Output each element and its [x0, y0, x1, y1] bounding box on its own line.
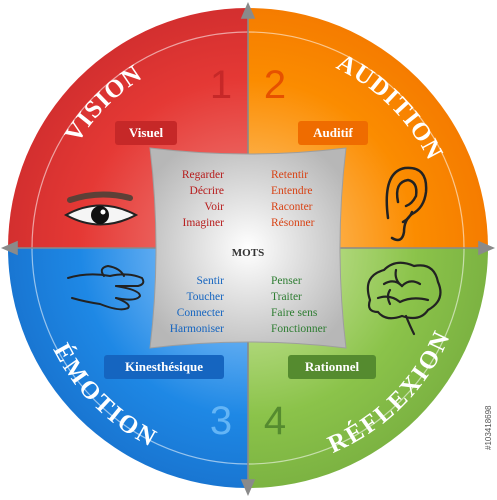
- word: Voir: [204, 201, 224, 213]
- label-visuel: Visuel: [129, 125, 164, 140]
- center-panel: [149, 147, 347, 349]
- words-auditif: Retentir Entendre Raconter Résonner: [271, 169, 315, 229]
- eye-icon: [63, 191, 139, 226]
- label-box-kinesthesique: Kinesthésique: [104, 355, 224, 379]
- word: Imaginer: [182, 217, 224, 229]
- label-box-auditif: Auditif: [298, 121, 368, 145]
- hand-icon: [67, 265, 145, 311]
- word: Toucher: [186, 291, 224, 303]
- word: Sentir: [197, 275, 225, 287]
- quadrant-number-1: 1: [210, 63, 232, 107]
- word: Faire sens: [271, 307, 318, 319]
- label-auditif: Auditif: [313, 125, 353, 140]
- quadrant-number-2: 2: [264, 63, 286, 107]
- side-id-text: #103418698: [484, 405, 493, 450]
- word: Résonner: [271, 217, 315, 229]
- word: Penser: [271, 275, 302, 287]
- word: Fonctionner: [271, 323, 327, 335]
- quadrant-number-3: 3: [210, 399, 232, 443]
- ear-icon: [385, 166, 428, 242]
- word: Regarder: [182, 169, 224, 181]
- word: Traiter: [271, 291, 302, 303]
- brain-icon: [366, 261, 442, 336]
- label-kinesthesique: Kinesthésique: [125, 359, 203, 374]
- words-rationnel: Penser Traiter Faire sens Fonctionner: [271, 275, 327, 335]
- center-label: MOTS: [232, 247, 264, 259]
- quadrant-number-4: 4: [264, 399, 286, 443]
- word: Retentir: [271, 169, 308, 181]
- word: Raconter: [271, 201, 313, 213]
- label-box-rationnel: Rationnel: [288, 355, 376, 379]
- word: Harmoniser: [170, 323, 224, 335]
- label-box-visuel: Visuel: [115, 121, 177, 145]
- label-rationnel: Rationnel: [305, 359, 360, 374]
- words-kinesthesique: Sentir Toucher Connecter Harmoniser: [170, 275, 224, 335]
- word: Entendre: [271, 185, 313, 197]
- word: Connecter: [177, 307, 224, 319]
- words-visuel: Regarder Décrire Voir Imaginer: [182, 169, 224, 229]
- word: Décrire: [190, 185, 224, 197]
